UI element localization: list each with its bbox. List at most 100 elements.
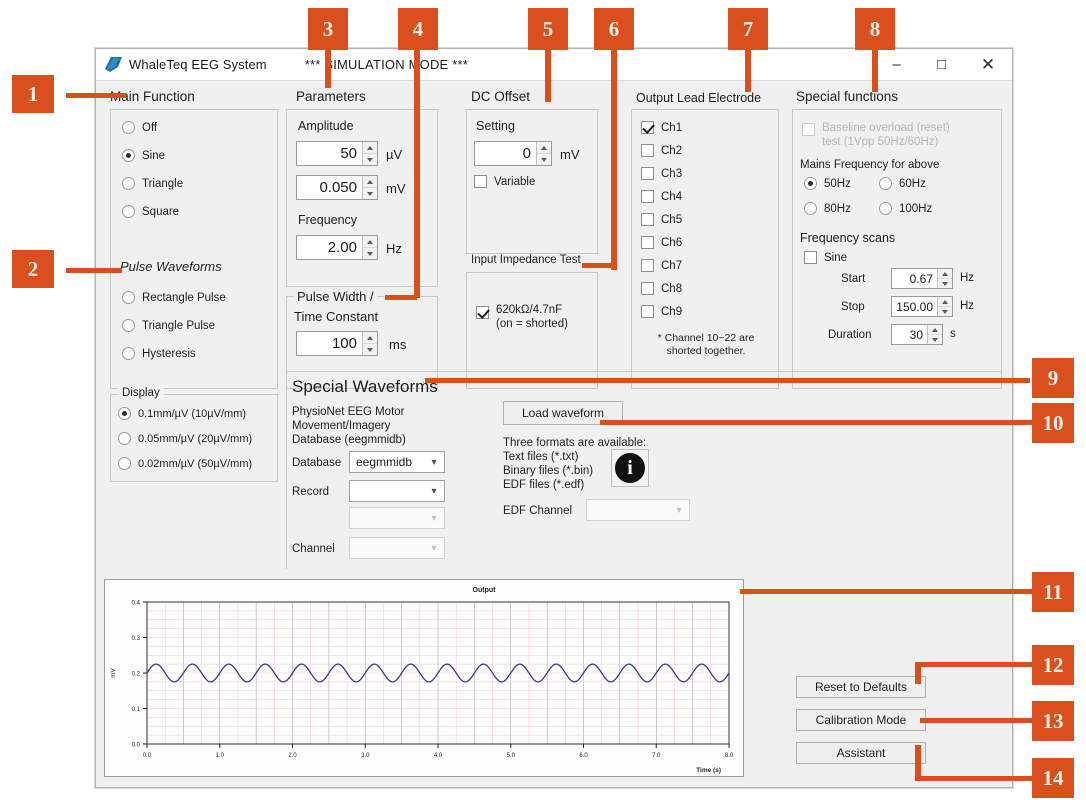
radio-indicator <box>879 177 892 190</box>
checkbox-indicator <box>474 175 487 188</box>
radio-off[interactable]: Off <box>122 121 157 134</box>
assistant-button[interactable]: Assistant <box>796 742 926 764</box>
radio-rectangle-pulse[interactable]: Rectangle Pulse <box>122 291 226 304</box>
stepper-up-icon[interactable] <box>363 142 377 154</box>
radio-indicator <box>804 177 817 190</box>
radio-indicator <box>122 121 135 134</box>
amplitude-mv-value: 0.050 <box>319 179 357 196</box>
window-controls: – □ ✕ <box>874 49 1012 80</box>
scan-stop-stepper[interactable] <box>937 297 952 316</box>
checkbox-impedance[interactable]: 620kΩ/4.7nF (on = shorted) <box>476 303 568 331</box>
radio-display-0-05[interactable]: 0.05mm/µV (20µV/mm) <box>118 432 252 445</box>
channel-select[interactable]: ▾ <box>349 537 445 559</box>
stepper-down-icon[interactable] <box>537 154 551 165</box>
checkbox-indicator <box>641 121 654 134</box>
scan-start-stepper[interactable] <box>937 269 952 288</box>
checkbox-ch2[interactable]: Ch2 <box>641 144 682 157</box>
maximize-button[interactable]: □ <box>936 56 947 73</box>
amplitude-uv-input[interactable]: 50 <box>296 141 378 166</box>
pulse-width-input[interactable]: 100 <box>296 331 378 356</box>
info-icon[interactable]: i <box>611 449 649 487</box>
radio-display-0-1[interactable]: 0.1mm/µV (10µV/mm) <box>118 407 246 420</box>
callout-leader-13 <box>920 718 1035 723</box>
scan-duration-stepper[interactable] <box>927 325 942 344</box>
amplitude-mv-stepper[interactable] <box>362 176 377 199</box>
callout-leader-7 <box>745 40 751 92</box>
svg-text:7.0: 7.0 <box>652 753 661 759</box>
stepper-up-icon[interactable] <box>363 176 377 188</box>
channel-note-line2: shorted together. <box>666 345 746 357</box>
svg-text:2.0: 2.0 <box>288 753 297 759</box>
stepper-up-icon[interactable] <box>928 325 942 335</box>
radio-triangle[interactable]: Triangle <box>122 177 183 190</box>
stepper-down-icon[interactable] <box>928 335 942 344</box>
checkbox-ch7[interactable]: Ch7 <box>641 259 682 272</box>
svg-text:1.0: 1.0 <box>216 753 225 759</box>
radio-mains-60hz[interactable]: 60Hz <box>879 177 926 190</box>
stepper-down-icon[interactable] <box>938 307 952 316</box>
pulse-width-stepper[interactable] <box>362 332 377 355</box>
checkbox-indicator <box>641 190 654 203</box>
stepper-down-icon[interactable] <box>363 188 377 199</box>
checkbox-ch5[interactable]: Ch5 <box>641 213 682 226</box>
callout-leader-8 <box>872 40 878 92</box>
scan-start-input[interactable]: 0.67 <box>891 268 953 289</box>
chevron-down-icon: ▾ <box>431 542 437 554</box>
radio-mains-80hz[interactable]: 80Hz <box>804 202 851 215</box>
impedance-line2: (on = shorted) <box>496 318 568 330</box>
checkbox-label: Ch7 <box>661 259 683 272</box>
checkbox-label: Ch3 <box>661 167 683 180</box>
radio-label: 60Hz <box>899 177 926 190</box>
svg-text:Output: Output <box>473 587 497 594</box>
scan-start-unit: Hz <box>960 272 975 284</box>
dc-setting-stepper[interactable] <box>536 142 551 165</box>
radio-hysteresis[interactable]: Hysteresis <box>122 347 196 360</box>
amplitude-mv-input[interactable]: 0.050 <box>296 175 378 200</box>
stepper-down-icon[interactable] <box>363 344 377 355</box>
frequency-stepper[interactable] <box>362 236 377 259</box>
radio-sine[interactable]: Sine <box>122 149 165 162</box>
checkbox-scan-sine[interactable]: Sine <box>804 251 847 264</box>
special-functions-label: Special functions <box>796 89 899 104</box>
stepper-up-icon[interactable] <box>363 332 377 344</box>
radio-triangle-pulse[interactable]: Triangle Pulse <box>122 319 215 332</box>
checkbox-ch6[interactable]: Ch6 <box>641 236 682 249</box>
close-icon[interactable]: ✕ <box>980 54 996 74</box>
frequency-input[interactable]: 2.00 <box>296 235 378 260</box>
radio-square[interactable]: Square <box>122 205 179 218</box>
stepper-down-icon[interactable] <box>363 248 377 259</box>
checkbox-ch1[interactable]: Ch1 <box>641 121 682 134</box>
database-select[interactable]: eegmmidb ▾ <box>349 451 445 473</box>
checkbox-ch9[interactable]: Ch9 <box>641 305 682 318</box>
record-extra-select[interactable]: ▾ <box>349 507 445 529</box>
record-select[interactable]: ▾ <box>349 480 445 502</box>
checkbox-ch8[interactable]: Ch8 <box>641 282 682 295</box>
radio-mains-100hz[interactable]: 100Hz <box>879 202 932 215</box>
radio-display-0-02[interactable]: 0.02mm/µV (50µV/mm) <box>118 457 252 470</box>
minimize-button[interactable]: – <box>892 56 901 73</box>
callout-1: 1 <box>12 75 54 113</box>
checkbox-indicator <box>476 306 489 319</box>
stepper-up-icon[interactable] <box>938 269 952 279</box>
reset-to-defaults-button[interactable]: Reset to Defaults <box>796 676 926 698</box>
checkbox-variable[interactable]: Variable <box>474 175 535 188</box>
stepper-up-icon[interactable] <box>938 297 952 307</box>
callout-leader-5 <box>545 40 551 102</box>
scan-stop-input[interactable]: 150.00 <box>891 296 953 317</box>
calibration-mode-button[interactable]: Calibration Mode <box>796 709 926 731</box>
stepper-down-icon[interactable] <box>938 279 952 288</box>
checkbox-baseline-overload[interactable]: Baseline overload (reset) test (1Vpp 50H… <box>802 121 950 149</box>
checkbox-ch3[interactable]: Ch3 <box>641 167 682 180</box>
edf-channel-select[interactable]: ▾ <box>586 499 690 521</box>
checkbox-label: Ch8 <box>661 282 683 295</box>
scan-start-label: Start <box>841 273 866 285</box>
amplitude-uv-stepper[interactable] <box>362 142 377 165</box>
radio-mains-50hz[interactable]: 50Hz <box>804 177 851 190</box>
checkbox-ch4[interactable]: Ch4 <box>641 190 682 203</box>
stepper-up-icon[interactable] <box>537 142 551 154</box>
stepper-up-icon[interactable] <box>363 236 377 248</box>
stepper-down-icon[interactable] <box>363 154 377 165</box>
checkbox-indicator <box>641 144 654 157</box>
dc-setting-input[interactable]: 0 <box>474 141 552 166</box>
scan-duration-input[interactable]: 30 <box>891 324 943 345</box>
